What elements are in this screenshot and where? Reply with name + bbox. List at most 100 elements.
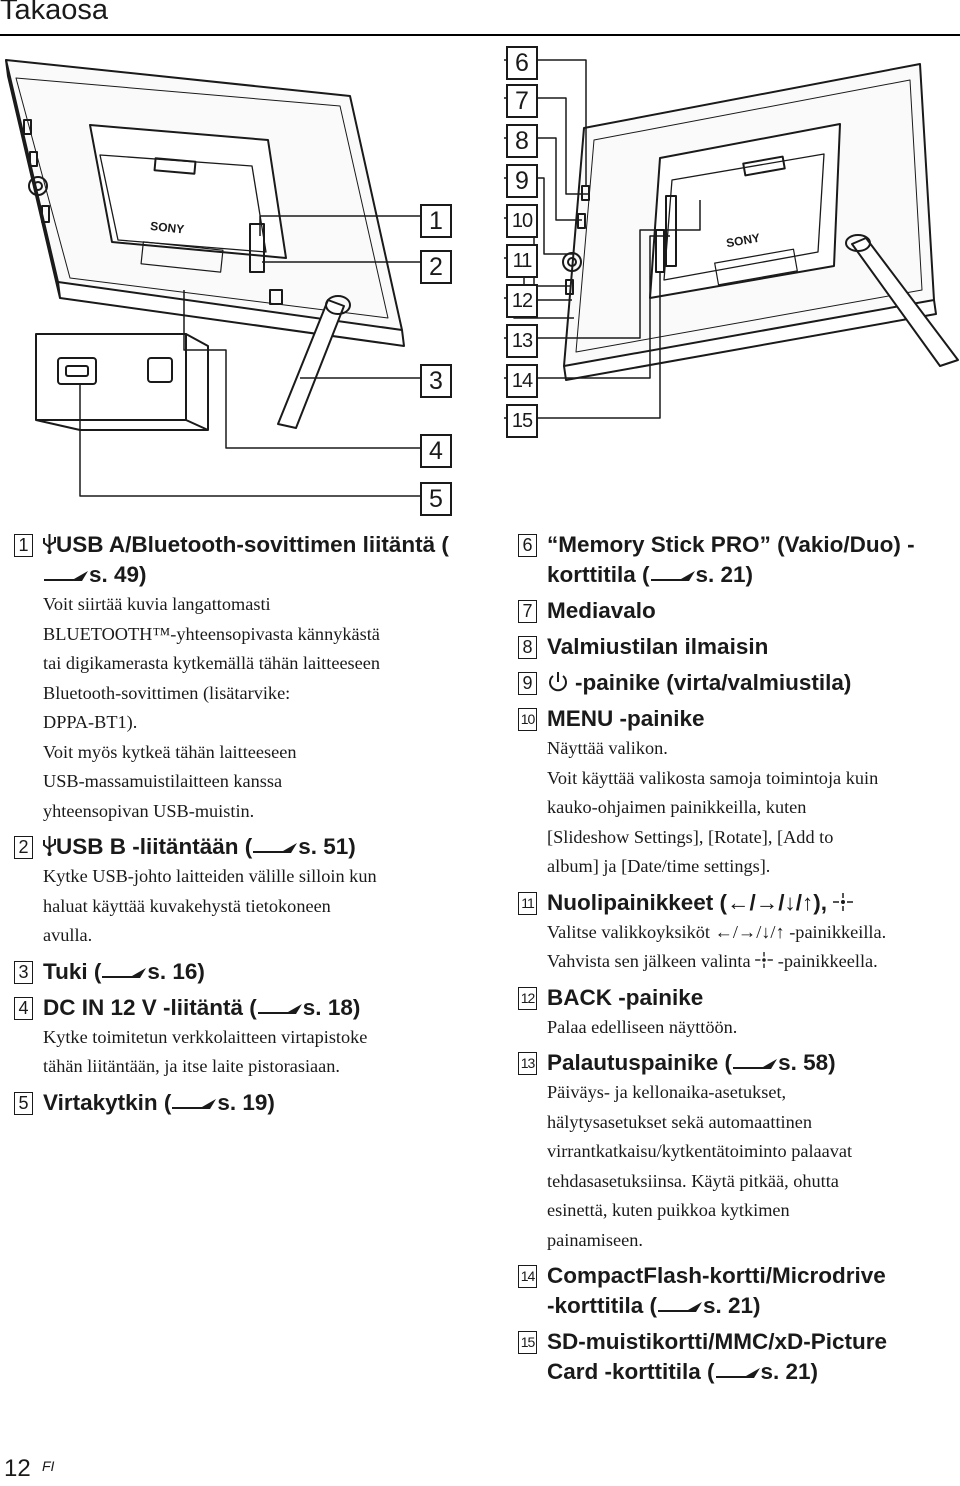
item-number: 4	[14, 996, 33, 1020]
page-ref-arrow-icon	[102, 967, 147, 978]
body-line: Näyttää valikon.	[547, 738, 668, 758]
page-ref-arrow-icon	[257, 1003, 302, 1014]
item-number: 1	[14, 534, 33, 557]
body-line-part: Vahvista sen jälkeen valinta	[547, 951, 751, 971]
item-heading-cont: korttitila (	[547, 562, 650, 587]
page-reference: s. 21)	[760, 1359, 819, 1384]
page-reference: s. 18)	[302, 994, 361, 1020]
body-line: hälytysasetukset sekä automaattinen	[547, 1111, 812, 1132]
item-8: 8 Valmiustilan ilmaisin	[518, 632, 958, 662]
item-number: 9	[518, 672, 537, 695]
item-heading-cont: -korttitila (	[547, 1293, 657, 1318]
page-ref-arrow-icon	[44, 571, 88, 582]
callout-4: 4	[420, 434, 452, 468]
callout-7: 7	[506, 84, 538, 118]
page-reference: s. 51)	[298, 834, 356, 859]
item-4: 4 DC IN 12 V -liitäntä (s. 18) Kytke toi…	[14, 993, 454, 1082]
item-heading: Nuolipainikkeet (←/→/↓/↑),	[547, 889, 828, 915]
item-heading: USB B -liitäntään (	[56, 834, 253, 859]
item-heading: Virtakytkin (	[43, 1089, 172, 1115]
page-reference: s. 49)	[89, 562, 147, 587]
callout-13: 13	[506, 324, 538, 358]
callout-14: 14	[506, 364, 538, 398]
item-number: 3	[14, 960, 33, 984]
page-reference: s. 58)	[778, 1050, 836, 1075]
page-reference: s. 21)	[703, 1293, 761, 1318]
item-heading: USB A/Bluetooth-sovittimen liitäntä (	[56, 532, 449, 557]
item-3: 3 Tuki ( s. 16)	[14, 957, 454, 987]
callout-8: 8	[506, 124, 538, 158]
callout-5: 5	[420, 482, 452, 516]
item-heading: Valmiustilan ilmaisin	[547, 634, 769, 659]
callout-15: 15	[506, 404, 538, 438]
body-line: Kytke USB-johto laitteiden välille sillo…	[43, 866, 377, 886]
item-9: 9 -painike (virta/valmiustila)	[518, 668, 958, 698]
item-heading: Palautuspainike (	[547, 1050, 733, 1075]
body-line: Valitse valikkoyksiköt ←/→/↓/↑ -painikke…	[547, 921, 887, 942]
item-5: 5 Virtakytkin (s. 19)	[14, 1088, 454, 1118]
body-line: Päiväys- ja kellonaika-asetukset,	[547, 1082, 787, 1102]
enter-icon	[833, 892, 854, 911]
item-heading: CompactFlash-kortti/Microdrive	[547, 1263, 886, 1288]
body-line: [Slideshow Settings], [Rotate], [Add to	[547, 826, 834, 847]
item-heading: BACK -painike	[547, 984, 704, 1010]
item-heading: -painike (virta/valmiustila)	[575, 670, 852, 695]
item-number: 10	[518, 708, 537, 731]
callout-12: 12	[506, 284, 538, 318]
enter-icon	[755, 952, 774, 968]
callout-10: 10	[506, 204, 538, 238]
page-ref-arrow-icon	[253, 843, 298, 854]
page-ref-arrow-icon	[658, 1302, 702, 1313]
page-language: FI	[42, 1458, 55, 1474]
item-heading: Mediavalo	[547, 598, 656, 623]
item-12: 12 BACK -painike Palaa edelliseen näyttö…	[518, 983, 958, 1043]
body-line: Voit myös kytkeä tähän laitteeseen	[43, 741, 297, 762]
body-line: painamiseen.	[547, 1229, 643, 1250]
body-line: Palaa edelliseen näyttöön.	[547, 1016, 738, 1037]
body-line: haluat käyttää kuvakehystä tietokoneen	[43, 895, 331, 916]
callout-2: 2	[420, 250, 452, 284]
descriptions-left: 1 USB A/Bluetooth-sovittimen liitäntä ( s…	[14, 530, 454, 1118]
item-number: 12	[518, 986, 537, 1010]
callout-3: 3	[420, 364, 452, 398]
item-6: 6 “Memory Stick PRO” (Vakio/Duo) - kortt…	[518, 530, 958, 590]
item-1: 1 USB A/Bluetooth-sovittimen liitäntä ( s…	[14, 530, 454, 826]
item-14: 14 CompactFlash-kortti/Microdrive -kortt…	[518, 1261, 958, 1321]
body-line: Bluetooth-sovittimen (lisätarvike:	[43, 682, 291, 703]
body-line: yhteensopivan USB-muistin.	[43, 800, 255, 821]
item-2: 2 USB B -liitäntään (s. 51) Kytke USB-jo…	[14, 832, 454, 951]
power-icon	[549, 672, 567, 692]
brand-logo-right: SONY	[725, 231, 761, 251]
page-ref-arrow-icon	[650, 571, 695, 582]
item-15: 15 SD-muistikortti/MMC/xD-Picture Card -…	[518, 1327, 958, 1387]
body-line: tähän liitäntään, ja itse laite pistoras…	[43, 1056, 340, 1076]
callout-6: 6	[506, 46, 538, 80]
item-10: 10 MENU -painike Näyttää valikon. Voit k…	[518, 704, 958, 882]
page-ref-arrow-icon	[172, 1098, 217, 1109]
page-ref-arrow-icon	[733, 1059, 778, 1070]
page-title: Takaosa	[0, 0, 109, 26]
item-number: 5	[14, 1091, 33, 1115]
descriptions-right: 6 “Memory Stick PRO” (Vakio/Duo) - kortt…	[518, 530, 958, 1387]
page-reference: s. 16)	[147, 958, 205, 984]
body-line: DPPA-BT1).	[43, 712, 138, 732]
item-heading: Tuki (	[43, 958, 102, 984]
item-heading-cont: Card -korttitila (	[547, 1359, 715, 1384]
item-13: 13 Palautuspainike ( s. 58) Päiväys- ja k…	[518, 1048, 958, 1255]
body-line: kauko-ohjaimen painikkeilla, kuten	[547, 797, 807, 817]
usb-icon	[43, 534, 56, 554]
body-line: USB-massamuistilaitteen kanssa	[43, 771, 283, 791]
brand-logo-left: SONY	[150, 219, 185, 236]
body-line: Kytke toimitetun verkkolaitteen virtapis…	[43, 1026, 368, 1047]
item-number: 13	[518, 1052, 537, 1075]
callout-9: 9	[506, 164, 538, 198]
body-line: esinettä, kuten puikkoa kytkimen	[547, 1200, 790, 1220]
item-heading: MENU -painike	[547, 706, 705, 731]
callout-1: 1	[420, 204, 452, 238]
callout-11: 11	[506, 244, 538, 278]
page-number: 12	[4, 1455, 31, 1482]
item-number: 15	[518, 1331, 537, 1354]
item-11: 11 Nuolipainikkeet (←/→/↓/↑), Valitse va…	[518, 888, 958, 977]
item-number: 7	[518, 600, 537, 623]
item-number: 8	[518, 636, 537, 659]
